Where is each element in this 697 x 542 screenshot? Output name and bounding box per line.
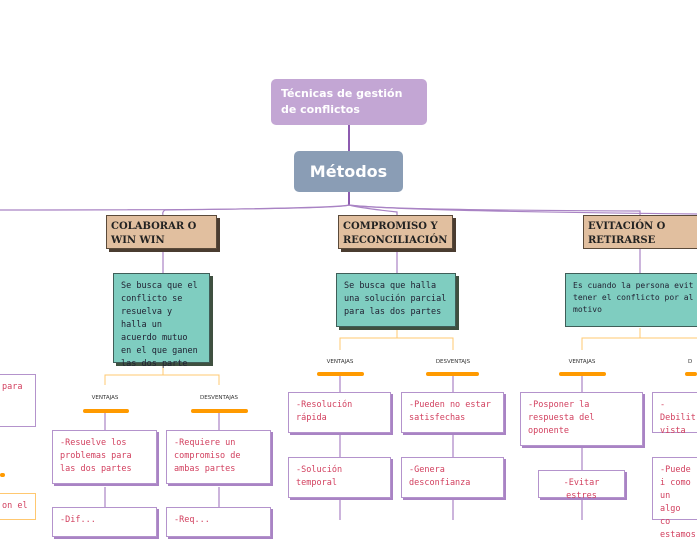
method-evitacion[interactable]: EVITACIÓN O RETIRARSE	[583, 215, 697, 249]
ventaja-item[interactable]: -Solución temporal	[288, 457, 391, 498]
root-topic[interactable]: Técnicas de gestión de conflictos	[271, 79, 427, 125]
ventajas-label: VENTAJAS	[91, 395, 119, 401]
method-colaborar[interactable]: COLABORAR O WIN WIN	[106, 215, 217, 249]
method-compromiso-description[interactable]: Se busca que halla una solución parcial …	[336, 273, 456, 327]
main-topic-metodos[interactable]: Métodos	[294, 151, 403, 192]
ventajas-label: VENTAJAS	[326, 359, 354, 365]
orange-bar	[0, 473, 5, 477]
ventaja-item[interactable]: -Evitar estres	[538, 470, 625, 501]
orange-bar	[559, 372, 606, 376]
desventaja-item[interactable]: -Pueden no estar satisfechas	[401, 392, 504, 433]
ventaja-item[interactable]: -Posponer la respuesta del oponente	[520, 392, 643, 446]
partial-item-left[interactable]: para	[0, 374, 36, 427]
desventaja-item[interactable]: -Req...	[166, 507, 271, 537]
method-colaborar-description[interactable]: Se busca que el conflicto se resuelva y …	[113, 273, 210, 369]
orange-bar	[191, 409, 248, 413]
orange-bar	[685, 372, 697, 376]
desventaja-item[interactable]: -Requiere un compromiso de ambas partes	[166, 430, 271, 484]
desventajas-label: D	[688, 359, 693, 365]
desventaja-item[interactable]: -Genera desconfianza	[401, 457, 504, 498]
method-evitacion-description[interactable]: Es cuando la persona evit tener el confl…	[565, 273, 697, 327]
orange-bar	[426, 372, 479, 376]
partial-item-left-2[interactable]: on el	[0, 493, 36, 520]
ventaja-item[interactable]: -Resolución rápida	[288, 392, 391, 433]
desventaja-item[interactable]: -Puede i como un algo co estamos	[652, 457, 697, 540]
ventaja-item[interactable]: -Dif...	[52, 507, 157, 537]
method-compromiso[interactable]: COMPROMISO Y RECONCILIACIÓN	[338, 215, 453, 249]
ventaja-item[interactable]: -Resuelve los problemas para las dos par…	[52, 430, 157, 484]
desventajas-label: DESVENTAJS	[435, 359, 471, 365]
orange-bar	[83, 409, 129, 413]
ventajas-label: VENTAJAS	[568, 359, 596, 365]
connector-lines	[0, 125, 697, 520]
desventajas-label: DESVENTAJAS	[199, 395, 239, 401]
desventaja-item[interactable]: -Debilit vista	[652, 392, 697, 436]
orange-bar	[317, 372, 364, 376]
